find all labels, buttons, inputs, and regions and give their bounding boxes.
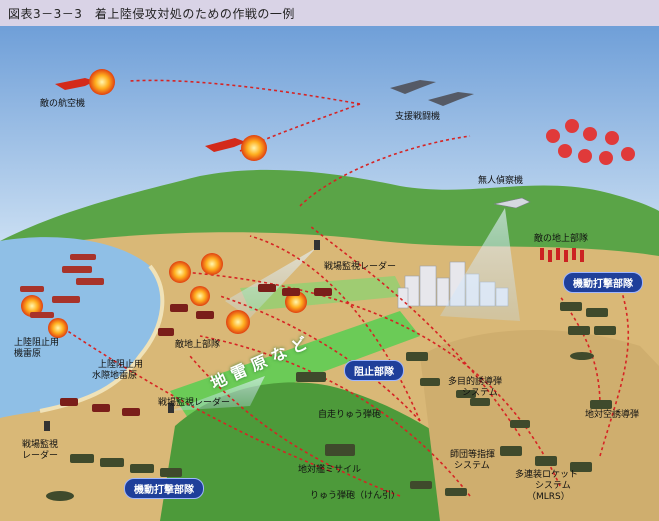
- enemy-aircraft: [55, 78, 246, 152]
- label-landing-minefield-1: 上陸阻止用: [14, 338, 60, 348]
- sea-shore: [39, 264, 165, 413]
- support-fighters: [390, 80, 474, 106]
- enemy-troops: [540, 248, 584, 262]
- pill-blocking-unit: 阻止部隊: [344, 360, 404, 381]
- radar-beam-mid: [170, 376, 265, 411]
- uav: [493, 197, 531, 209]
- uav-beam: [440, 208, 520, 321]
- label-battlefield-radar-top: 戦場監視レーダー: [324, 262, 397, 272]
- label-sam: 地対空誘導弾: [585, 410, 640, 420]
- figure-title: 図表3－3－3 着上陸侵攻対処のための作戦の一例: [8, 7, 295, 21]
- enemy-tanks: [60, 284, 332, 416]
- label-sp-howitzer: 自走りゅう弾砲: [318, 410, 382, 420]
- label-battlefield-radar-left-2: レーダー: [22, 451, 59, 461]
- landing-ships: [20, 254, 104, 318]
- label-underwater-minefield-2: 水際地雷原: [92, 371, 138, 381]
- label-enemy-ground-right: 敵の地上部隊: [534, 234, 589, 244]
- fire-lines: [59, 79, 630, 497]
- label-mlrs-2: システム: [535, 481, 571, 491]
- label-enemy-aircraft: 敵の航空機: [40, 99, 86, 109]
- label-multi-missile-1: 多目的誘導弾: [448, 377, 503, 387]
- label-multi-missile-2: システム: [462, 388, 498, 398]
- label-anti-ship-missile: 地対艦ミサイル: [298, 465, 362, 475]
- label-landing-minefield-2: 機雷原: [14, 349, 42, 359]
- label-mlrs-1: 多連装ロケット: [515, 470, 579, 480]
- label-battlefield-radar-mid: 戦場監視レーダー: [158, 398, 231, 408]
- friendly-units: [70, 302, 616, 496]
- parachutes: [546, 119, 635, 165]
- label-command-system-2: システム: [454, 461, 490, 471]
- label-support-fighter: 支援戦闘機: [395, 112, 441, 122]
- label-uav: 無人偵察機: [478, 176, 524, 186]
- sea: [0, 237, 163, 418]
- label-towed-howitzer: りゅう弾砲（けん引）: [310, 491, 401, 501]
- label-mlrs-3: （MLRS）: [527, 492, 570, 502]
- right-hill: [420, 329, 659, 521]
- label-battlefield-radar-left-1: 戦場監視: [22, 440, 59, 450]
- explosions: [21, 69, 307, 338]
- pill-mobile-strike-right: 機動打撃部隊: [563, 272, 643, 293]
- central-hill: [160, 382, 470, 521]
- radar-masts: [44, 240, 320, 431]
- helicopters: [46, 352, 594, 501]
- battlefield-illustration: [0, 26, 659, 521]
- pill-mobile-strike-left: 機動打撃部隊: [124, 478, 204, 499]
- title-bar: 図表3－3－3 着上陸侵攻対処のための作戦の一例: [0, 0, 659, 27]
- label-enemy-ground-center: 敵地上部隊: [175, 340, 221, 350]
- label-command-system-1: 師団等指揮: [450, 450, 496, 460]
- label-underwater-minefield-1: 上陸阻止用: [98, 360, 144, 370]
